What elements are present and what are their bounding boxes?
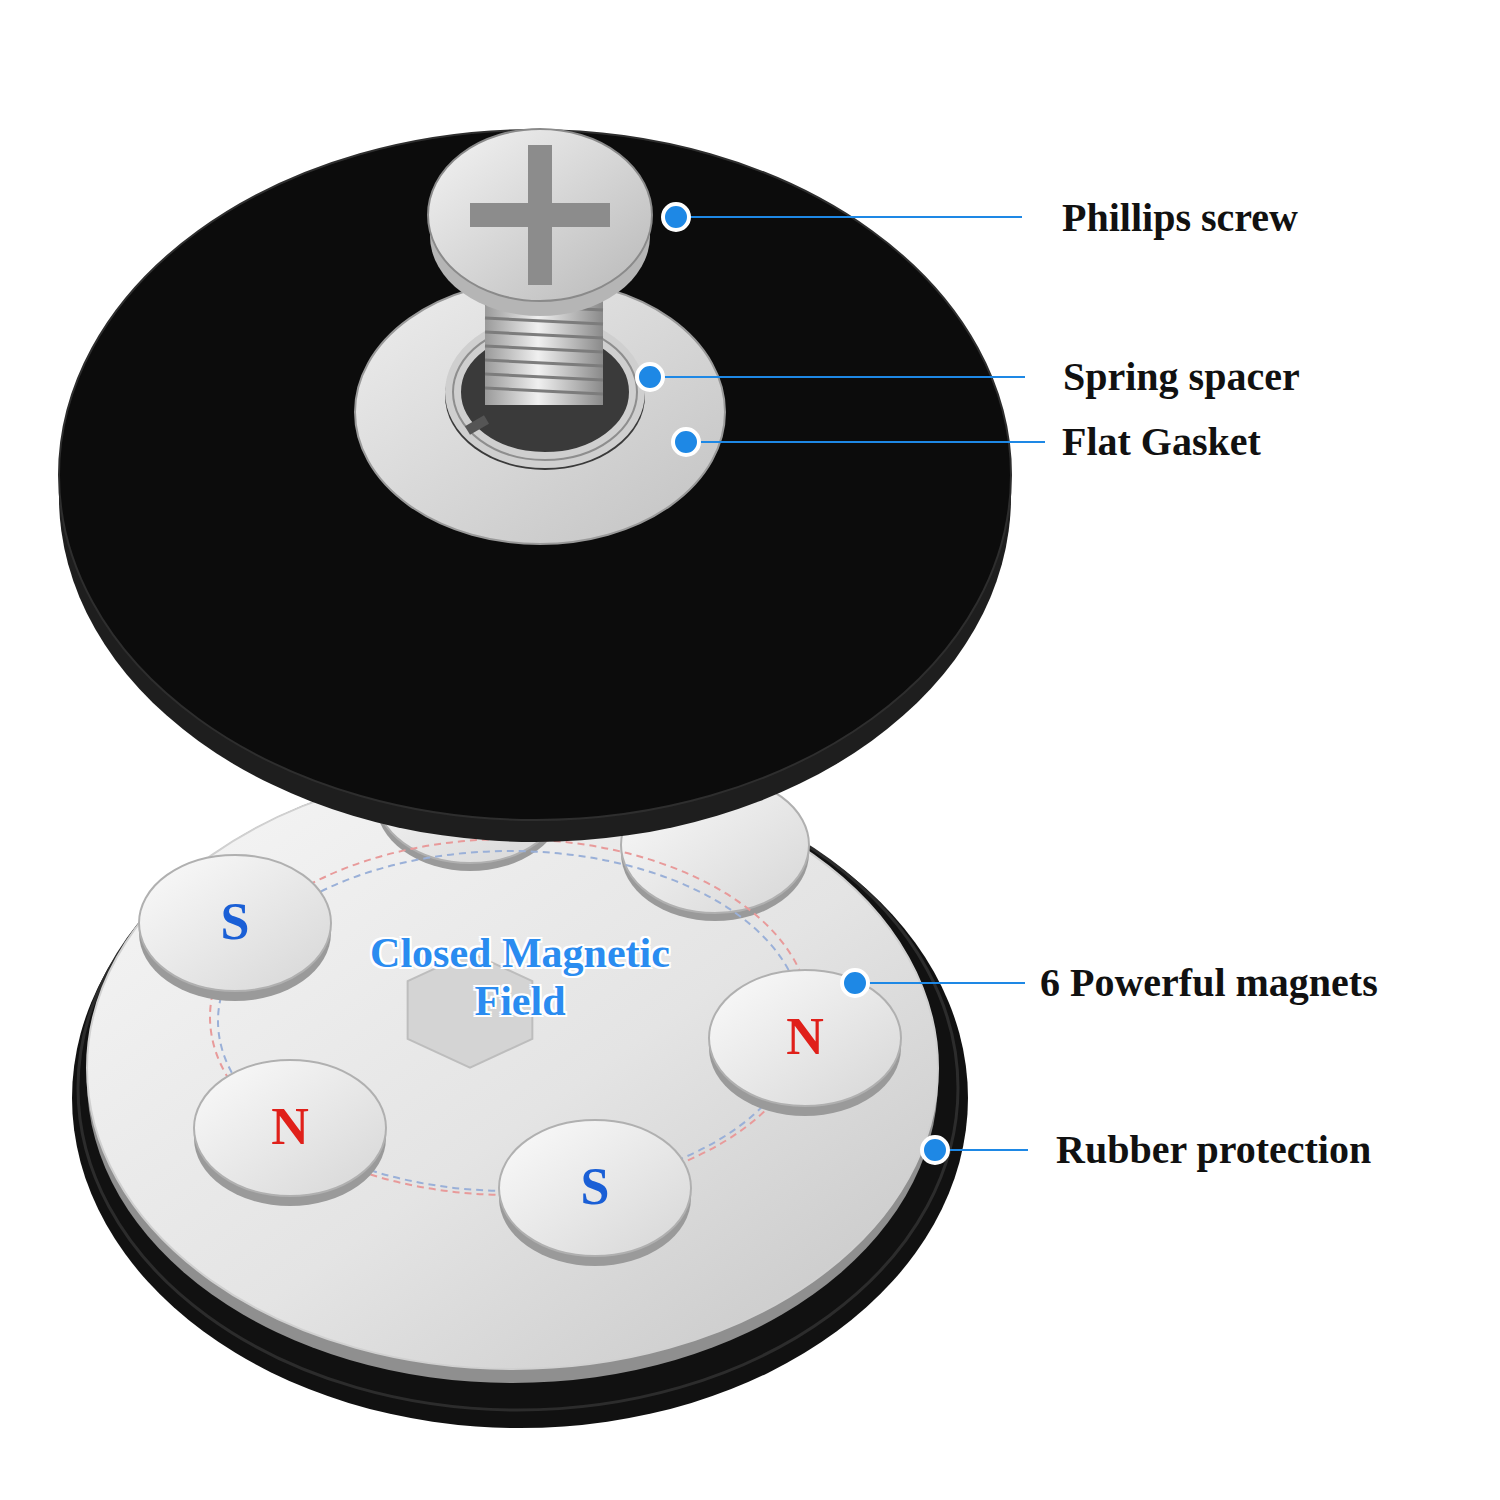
thread <box>485 290 603 296</box>
screw-slot <box>470 203 610 227</box>
magnet: N <box>190 1050 390 1210</box>
pole-letter: N <box>786 1007 824 1067</box>
magnet-face <box>709 970 901 1106</box>
part-label: 6 Powerful magnets <box>1040 960 1378 1006</box>
magnet <box>621 777 809 913</box>
part-label: Flat Gasket <box>1062 419 1261 465</box>
top-disc-face <box>59 130 1011 820</box>
leader-line <box>650 376 1025 378</box>
pole-letter: S <box>221 892 250 952</box>
spring-spacer-edge <box>453 324 637 460</box>
magnet <box>376 727 564 863</box>
leader-line <box>676 216 1022 218</box>
leader-dot <box>637 364 663 390</box>
leader-dot <box>673 429 699 455</box>
magnet-face <box>194 1060 386 1196</box>
thread <box>485 388 603 394</box>
magnet: N <box>705 960 905 1120</box>
part-label: Rubber protection <box>1056 1127 1371 1173</box>
screw-shank <box>485 230 603 405</box>
spring-split <box>465 415 489 435</box>
screw-slot <box>528 145 552 285</box>
pole-letter: S <box>581 1157 610 1217</box>
top-disc-side <box>59 152 1011 842</box>
thread <box>485 346 603 352</box>
magnet-face <box>499 1120 691 1256</box>
magnet-face <box>139 855 331 991</box>
thread <box>485 304 603 310</box>
magnet: S <box>495 1110 695 1270</box>
flat-gasket <box>355 280 725 544</box>
thread <box>485 318 603 324</box>
leader-line <box>935 1149 1028 1151</box>
rubber-disc <box>72 768 968 1428</box>
leader-dot <box>663 204 689 230</box>
gasket-hole <box>445 322 645 470</box>
screw-head-side <box>430 156 650 316</box>
screw-head <box>428 129 652 301</box>
screw-threads <box>485 276 603 394</box>
part-label: Phillips screw <box>1062 195 1298 241</box>
thread <box>485 374 603 380</box>
thread <box>485 276 603 282</box>
magnet-plate: Closed Magnetic FieldSNNS <box>85 755 940 1385</box>
spring-spacer <box>453 324 637 460</box>
rubber-rim <box>78 766 958 1410</box>
thread <box>485 360 603 366</box>
part-label: Spring spacer <box>1063 354 1300 400</box>
pole-letter: N <box>271 1097 309 1157</box>
magnet: S <box>135 845 335 1005</box>
thread <box>485 332 603 338</box>
leader-line <box>686 441 1045 443</box>
field-caption: Closed Magnetic Field <box>330 929 710 1026</box>
